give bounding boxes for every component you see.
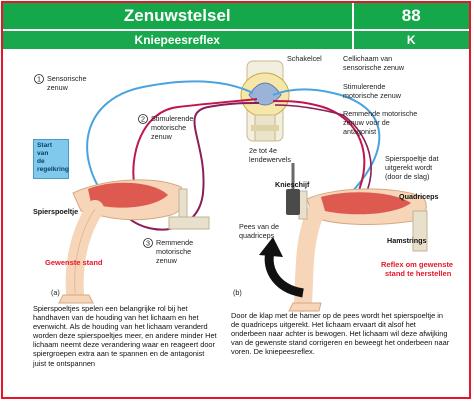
page-number: 88 <box>351 3 469 29</box>
label-spierspoeltje-r-3: (door de slag) <box>385 172 429 181</box>
label-schakelcel: Schakelcel <box>287 54 322 63</box>
sensory-nerve-right <box>272 88 381 202</box>
label-quadriceps: Quadriceps <box>399 192 439 201</box>
start-of-loop-box: Start van de regelkring <box>33 139 69 179</box>
left-leg <box>58 179 210 304</box>
svg-text:2: 2 <box>141 115 145 124</box>
label-remmende-r-3: antagonist <box>343 127 376 136</box>
panel-b-label: (b) <box>233 288 242 297</box>
label-lendewervels-2: lendewervels <box>249 155 291 164</box>
reflex-hammer <box>286 163 300 215</box>
right-leg <box>288 188 428 312</box>
explanation-left: Spierspoeltjes spelen een belangrijke ro… <box>33 304 217 368</box>
motor-nerve-left <box>132 98 258 192</box>
label-stim-l-1: Stimulerende <box>151 114 193 123</box>
label-remmende-r-1: Remmende motorische <box>343 109 417 118</box>
title-bar: Zenuwstelsel 88 <box>3 3 469 29</box>
svg-text:3: 3 <box>146 239 150 248</box>
page-subtitle: Kniepeesreflex <box>3 31 352 49</box>
label-remmende-l-1: Remmende <box>156 238 193 247</box>
label-sensorische-1: Sensorische <box>47 74 87 83</box>
panel-a-label: (a) <box>51 288 60 297</box>
page-title: Zenuwstelsel <box>3 3 352 29</box>
label-stim-l-2: motorische <box>151 123 186 132</box>
label-cellichaam-1: Cellichaam van <box>343 54 392 63</box>
label-spierspoeltje-r-2: uitgerekt wordt <box>385 163 432 172</box>
movement-arrow-head <box>259 237 283 257</box>
label-gewenste-stand: Gewenste stand <box>45 258 103 267</box>
label-sensorische-2: zenuw <box>47 83 69 92</box>
reflex-diagram: 1 2 3 Sensorische zenuw Stimulerende mot… <box>33 54 453 312</box>
label-remmende-l-3: zenuw <box>156 256 178 265</box>
step-1-marker: 1 <box>34 74 44 84</box>
label-lendewervels-1: 2e tot 4e <box>249 146 277 155</box>
label-stim-l-3: zenuw <box>151 132 173 141</box>
label-pees-1: Pees van de <box>239 222 279 231</box>
motor-nerve-right <box>272 100 366 204</box>
label-cellichaam-2: sensorische zenuw <box>343 63 405 72</box>
subtitle-bar: Kniepeesreflex K <box>3 31 469 49</box>
label-spierspoeltje-r-1: Spierspoeltje dat <box>385 154 439 163</box>
explanation-right: Door de klap met de hamer op de pees wor… <box>231 311 450 357</box>
label-remmende-r-2: zenuw voor de <box>343 118 390 127</box>
subtitle-code: K <box>351 31 469 49</box>
label-spierspoeltje-left: Spierspoeltje <box>33 207 78 216</box>
label-remmende-l-2: motorische <box>156 247 191 256</box>
header-separator <box>3 29 469 31</box>
label-knieschijf: Knieschijf <box>275 180 310 189</box>
label-stim-r-2: motorische zenuw <box>343 91 402 100</box>
start-line-1: Start van <box>37 142 53 157</box>
label-reflex-2: stand te herstellen <box>385 269 452 278</box>
label-stim-r-1: Stimulerende <box>343 82 385 91</box>
label-hamstrings: Hamstrings <box>387 236 427 245</box>
start-line-3: regelkring <box>37 166 69 173</box>
label-pees-2: quadriceps <box>239 231 275 240</box>
label-reflex-1: Reflex om gewenste <box>381 260 453 269</box>
step-2-marker: 2 <box>138 114 148 124</box>
svg-text:1: 1 <box>37 75 41 84</box>
start-line-2: de <box>37 158 45 165</box>
sensory-nerve-left <box>86 80 254 198</box>
step-3-marker: 3 <box>143 238 153 248</box>
